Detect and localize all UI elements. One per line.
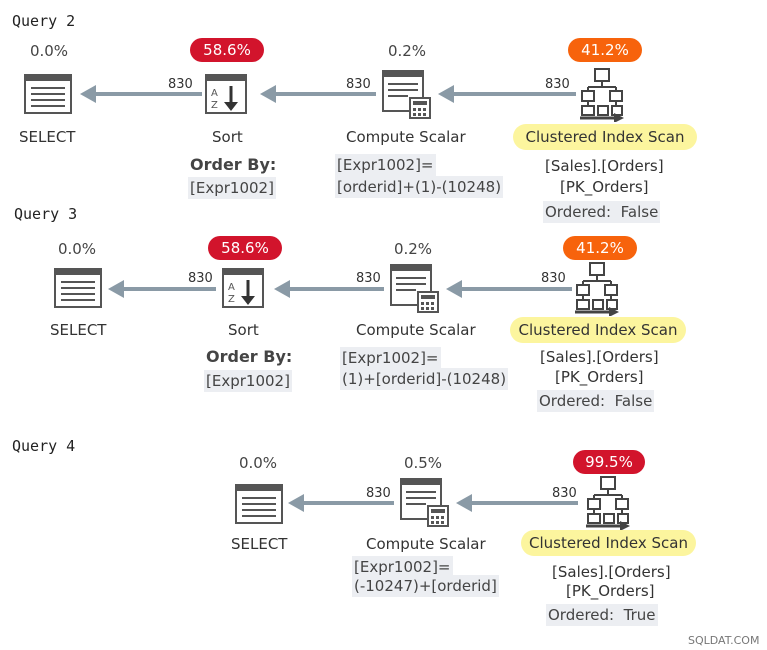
compute-scalar-icon[interactable] [400, 478, 452, 528]
sort-cost-badge: 58.6% [190, 38, 264, 62]
clustered-index-scan-icon[interactable] [573, 262, 623, 316]
scan-label: Clustered Index Scan [510, 317, 686, 343]
sort-cost-badge: 58.6% [208, 236, 282, 260]
compute-cost: 0.2% [393, 240, 433, 258]
ordered-flag: Ordered: False [543, 201, 661, 223]
flow-arrow [80, 85, 202, 103]
flow-arrow [288, 494, 394, 512]
select-icon[interactable] [54, 268, 104, 308]
order-by-label: Order By: [190, 155, 277, 174]
scan-index: [PK_Orders] [555, 368, 644, 386]
compute-scalar-icon[interactable] [390, 264, 442, 314]
select-label: SELECT [19, 128, 76, 146]
expression-line: (1)+[orderid]-(10248) [340, 368, 509, 390]
row-count: 830 [541, 271, 566, 286]
flow-arrow [446, 280, 572, 298]
svg-text:A: A [211, 88, 218, 99]
compute-scalar-label: Compute Scalar [346, 128, 466, 146]
ordered-label: Ordered: [539, 392, 606, 410]
ordered-label: Ordered: [545, 203, 612, 221]
sort-label: Sort [212, 128, 243, 146]
sort-label: Sort [228, 321, 259, 339]
order-by-label: Order By: [206, 347, 293, 366]
ordered-flag: Ordered: False [537, 390, 655, 412]
ordered-value: False [614, 392, 653, 410]
flow-arrow [274, 280, 384, 298]
select-label: SELECT [50, 321, 107, 339]
scan-cost-badge: 41.2% [568, 38, 642, 62]
scan-cost-badge: 99.5% [573, 450, 645, 474]
row-count: 830 [552, 486, 577, 501]
compute-cost: 0.2% [387, 42, 427, 60]
compute-scalar-label: Compute Scalar [366, 535, 486, 553]
ordered-flag: Ordered: True [546, 604, 658, 626]
ordered-label: Ordered: [548, 606, 615, 624]
order-by-value: [Expr1002] [188, 177, 276, 199]
row-count: 830 [188, 271, 213, 286]
svg-text:Z: Z [228, 294, 235, 305]
svg-text:Z: Z [211, 100, 218, 111]
select-cost: 0.0% [238, 454, 278, 472]
row-count: 830 [545, 77, 570, 92]
expression-line: [Expr1002]= [340, 347, 441, 369]
select-cost: 0.0% [57, 240, 97, 258]
select-label: SELECT [231, 535, 288, 553]
row-count: 830 [346, 77, 371, 92]
select-cost: 0.0% [29, 42, 69, 60]
scan-object: [Sales].[Orders] [540, 348, 659, 366]
scan-object: [Sales].[Orders] [552, 563, 671, 581]
select-icon[interactable] [24, 74, 74, 114]
query-label: Query 3 [14, 205, 78, 223]
watermark: SQLDAT.COM [688, 634, 760, 647]
row-count: 830 [366, 486, 391, 501]
select-icon[interactable] [235, 484, 285, 524]
expression-line: [Expr1002]= [335, 154, 436, 176]
ordered-value: False [620, 203, 659, 221]
order-by-value: [Expr1002] [204, 370, 292, 392]
ordered-value: True [623, 606, 656, 624]
scan-cost-badge: 41.2% [563, 236, 637, 260]
expression-line: [orderid]+(1)-(10248) [335, 176, 504, 198]
query-label: Query 4 [12, 437, 76, 455]
compute-scalar-label: Compute Scalar [356, 321, 476, 339]
flow-arrow [108, 280, 216, 298]
expression-line: (-10247)+[orderid] [352, 575, 499, 597]
row-count: 830 [168, 77, 193, 92]
compute-scalar-icon[interactable] [382, 70, 434, 120]
row-count: 830 [356, 271, 381, 286]
query-label: Query 2 [12, 12, 76, 30]
sort-icon[interactable]: A Z [205, 74, 249, 116]
scan-label: Clustered Index Scan [513, 124, 697, 150]
clustered-index-scan-icon[interactable] [584, 476, 634, 530]
clustered-index-scan-icon[interactable] [578, 68, 628, 122]
scan-index: [PK_Orders] [560, 178, 649, 196]
sort-icon[interactable]: A Z [222, 268, 266, 310]
svg-text:A: A [228, 282, 235, 293]
scan-object: [Sales].[Orders] [545, 157, 664, 175]
flow-arrow [456, 494, 578, 512]
compute-cost: 0.5% [403, 454, 443, 472]
scan-index: [PK_Orders] [566, 582, 655, 600]
flow-arrow [438, 85, 576, 103]
flow-arrow [260, 85, 376, 103]
expression-line: [Expr1002]= [352, 556, 453, 578]
scan-label: Clustered Index Scan [521, 530, 696, 556]
